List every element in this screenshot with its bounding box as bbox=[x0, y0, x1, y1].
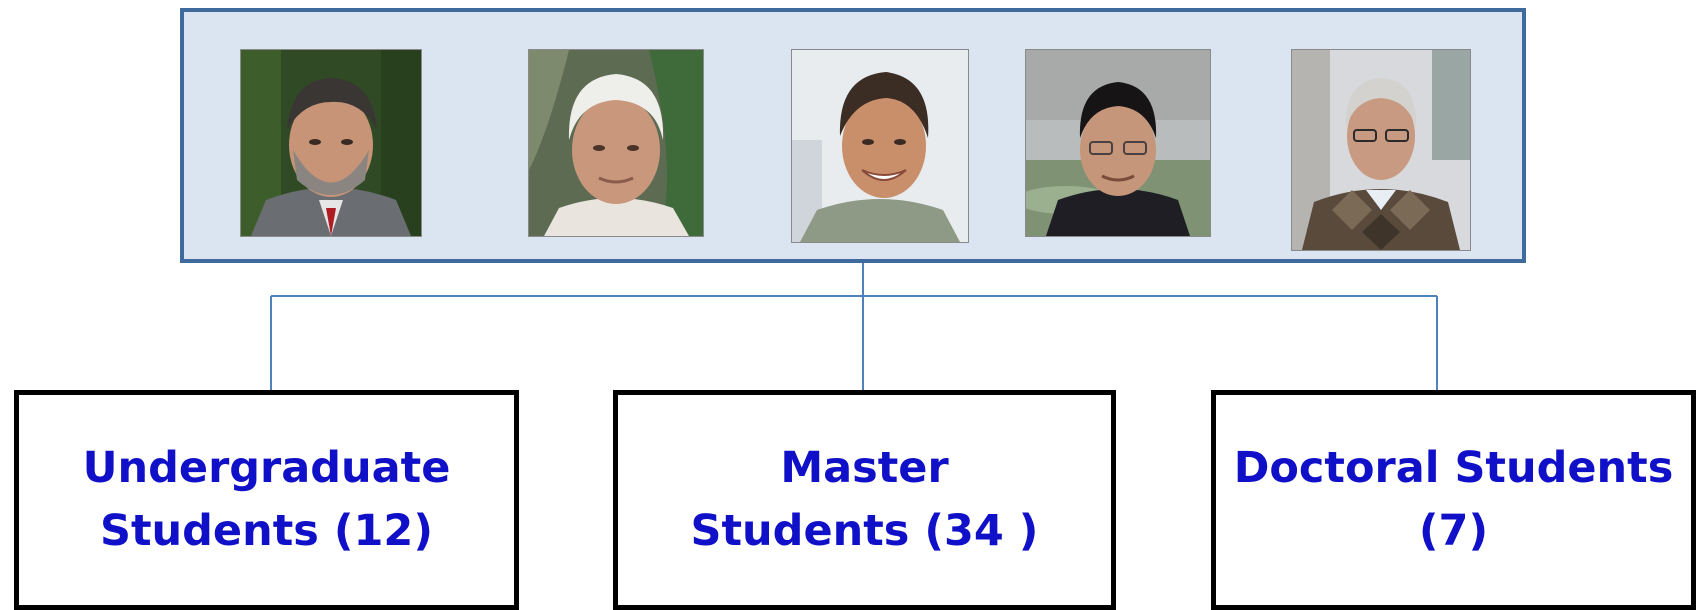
photo-person-3 bbox=[791, 49, 969, 243]
photo-person-4 bbox=[1025, 49, 1211, 237]
photo-panel bbox=[180, 8, 1526, 263]
master-students-box: Master Students (34 ) bbox=[613, 390, 1116, 610]
doctoral-label-line-1: Doctoral Students bbox=[1233, 443, 1674, 493]
doctoral-students-box: Doctoral Students (7) bbox=[1211, 390, 1696, 610]
photo-person-1 bbox=[240, 49, 422, 237]
photo-person-2 bbox=[528, 49, 704, 237]
undergraduate-students-box: Undergraduate Students (12) bbox=[14, 390, 519, 610]
doctoral-label-line-2: (7) bbox=[1418, 506, 1489, 556]
undergraduate-label-line-2: Students (12) bbox=[100, 506, 433, 556]
master-label-line-2: Students (34 ) bbox=[690, 506, 1039, 556]
master-label-line-1: Master bbox=[780, 443, 949, 493]
photo-person-5 bbox=[1291, 49, 1471, 251]
undergraduate-label-line-1: Undergraduate bbox=[82, 443, 451, 493]
